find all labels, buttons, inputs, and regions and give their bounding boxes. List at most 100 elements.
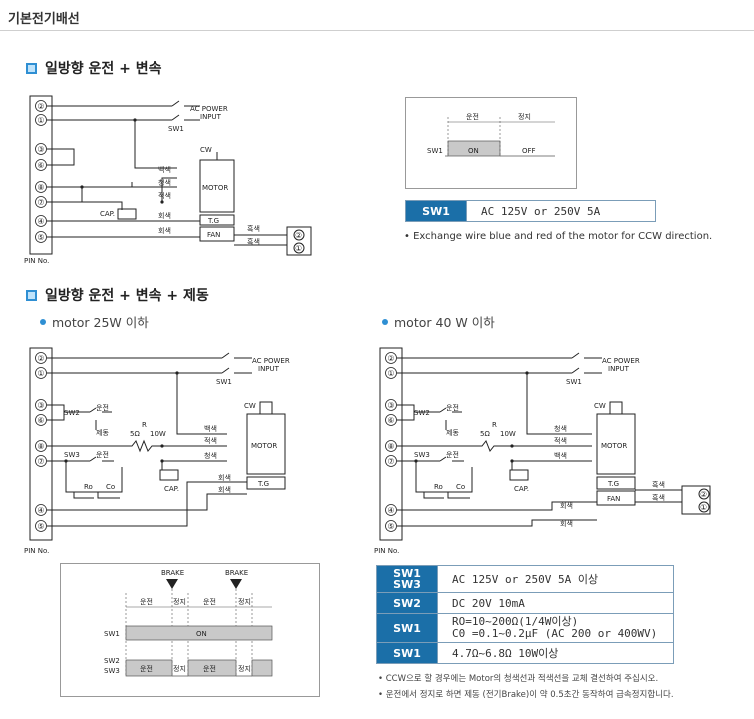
cw-label: CW	[244, 402, 256, 410]
r-watt: 10W	[500, 430, 516, 438]
terminal-block	[379, 347, 403, 541]
input-label: INPUT	[608, 365, 630, 373]
wire-gray-label: 회색	[218, 485, 231, 494]
brake-marker-icon	[166, 579, 178, 589]
sw1-label: SW1	[168, 125, 184, 133]
run-bar	[187, 659, 237, 677]
wire-gray-label: 회색	[218, 473, 231, 482]
terminal-label: ⑥	[37, 416, 44, 425]
r-value: 5Ω	[130, 430, 140, 438]
tg-box	[596, 476, 636, 490]
run-label: 운전	[466, 112, 479, 121]
spec-name: SW1	[376, 613, 438, 643]
cap-label: CAP.	[514, 485, 529, 493]
terminal-label: ③	[37, 401, 44, 410]
motor-label: MOTOR	[601, 442, 627, 450]
spec-table-basic: SW1 AC 125V or 250V 5A	[405, 200, 656, 222]
subsection-25w: motor 25W 이하	[40, 312, 149, 331]
motor-shaft	[259, 401, 273, 415]
section-title-text: 일방향 운전 + 변속	[45, 61, 162, 77]
table-row: SW1 RO=10~200Ω(1/4W이상) C0 =0.1~0.2μF (AC…	[376, 613, 674, 643]
tg-label: T.G	[607, 480, 619, 488]
sw2-label: SW2	[64, 409, 80, 417]
sw1-label: SW1	[104, 630, 120, 638]
section-title-text: 일방향 운전 + 변속 + 제동	[45, 288, 209, 304]
spec-value-line: RO=10~200Ω(1/4W이상)	[452, 615, 579, 628]
r-watt: 10W	[150, 430, 166, 438]
capacitor	[117, 208, 137, 220]
wire-white-label: 백색	[204, 424, 217, 433]
wire-red-label: 적색	[204, 436, 217, 445]
tg-label: T.G	[257, 480, 269, 488]
terminal-label: ①	[387, 369, 394, 378]
bullet-icon	[40, 318, 46, 325]
table-row: SW1 4.7Ω~6.8Ω 10W이상	[376, 642, 674, 664]
run-label: 운전	[446, 403, 459, 412]
motor-shaft	[609, 401, 623, 415]
spec-value-line: C0 =0.1~0.2μF (AC 200 or 400WV)	[452, 627, 658, 640]
spec-value: AC 125V or 250V 5A 이상	[437, 565, 674, 593]
run-label: 운전	[446, 450, 459, 459]
page-title: 기본전기배선	[8, 12, 80, 27]
table-row: SW1 SW3 AC 125V or 250V 5A 이상	[376, 565, 674, 593]
run-label: 운전	[203, 597, 216, 606]
terminal-label: ①	[37, 116, 44, 125]
terminal-label: ⑤	[37, 522, 44, 531]
wire-gray-label: 회색	[158, 211, 171, 220]
spec-value: RO=10~200Ω(1/4W이상) C0 =0.1~0.2μF (AC 200…	[437, 613, 674, 643]
sw1-label: SW1	[216, 378, 232, 386]
fan-label: FAN	[607, 495, 620, 503]
spec-name: SW1 SW3	[376, 565, 438, 593]
fan-terminal-label: ②	[295, 231, 302, 240]
bullet-icon	[382, 318, 388, 325]
stop-label: 정지	[173, 664, 186, 673]
wire-black-label: 흑색	[247, 224, 260, 233]
subsection-40w: motor 40 W 이하	[382, 312, 495, 331]
terminal-label: ①	[37, 369, 44, 378]
stop-label: 정지	[173, 597, 186, 606]
ro-label: Ro	[434, 483, 443, 491]
run-bar	[251, 659, 273, 677]
terminal-label: ②	[387, 354, 394, 363]
pin-label: PIN No.	[374, 547, 399, 555]
brake-note: • 운전에서 정지로 하면 제동 (전기Brake)이 약 0.5초간 동작하여…	[378, 690, 674, 700]
sw1-on-bar	[125, 625, 273, 641]
motor-label: MOTOR	[251, 442, 277, 450]
subsection-title: motor 40 W 이하	[394, 315, 495, 330]
tg-box	[199, 214, 235, 226]
spec-value: DC 20V 10mA	[437, 592, 674, 614]
wire-gray-label: 회색	[560, 501, 573, 510]
brake-label: BRAKE	[161, 569, 184, 577]
stop-label: 정지	[518, 112, 531, 121]
wire-black-label: 흑색	[652, 493, 665, 502]
section-title-2: 일방향 운전 + 변속 + 제동	[26, 285, 209, 305]
capacitor	[159, 469, 179, 481]
sw3-label: SW3	[64, 451, 80, 459]
sw1-label: SW1	[427, 147, 443, 155]
r-label: R	[142, 421, 147, 429]
spec-value: 4.7Ω~6.8Ω 10W이상	[437, 642, 674, 664]
terminal-label: ⑦	[387, 457, 394, 466]
wire-blue-label: 청색	[204, 451, 217, 460]
terminal-label: ⑧	[37, 183, 44, 192]
motor-label: MOTOR	[202, 184, 228, 192]
wire-blue-label: 청색	[554, 424, 567, 433]
wiring-diagram-basic: ② ① ③ ⑥ ⑧ ⑦ ④ ⑤ PIN No. AC POWER INPUT S…	[24, 95, 312, 265]
wiring-diagram-40w: ② ① ③ ⑥ ⑧ ⑦ ④ ⑤ PIN No. AC POWER INPUT S…	[374, 347, 711, 555]
run-label: 운전	[96, 403, 109, 412]
wire-black-label: 흑색	[247, 237, 260, 246]
table-row: SW2 DC 20V 10mA	[376, 592, 674, 614]
wire-black-label: 흑색	[652, 480, 665, 489]
cw-label: CW	[594, 402, 606, 410]
spec-name: SW2	[376, 592, 438, 614]
run-label: 운전	[203, 664, 216, 673]
input-label: INPUT	[258, 365, 280, 373]
on-label: ON	[468, 147, 479, 155]
terminal-label: ②	[37, 102, 44, 111]
brake-marker-icon	[230, 579, 242, 589]
cap-label: CAP.	[164, 485, 179, 493]
sw2-label: SW2	[104, 657, 120, 665]
wire-red-label: 적색	[554, 436, 567, 445]
table-row: SW1 AC 125V or 250V 5A	[405, 200, 656, 222]
subsection-title: motor 25W 이하	[52, 315, 149, 330]
